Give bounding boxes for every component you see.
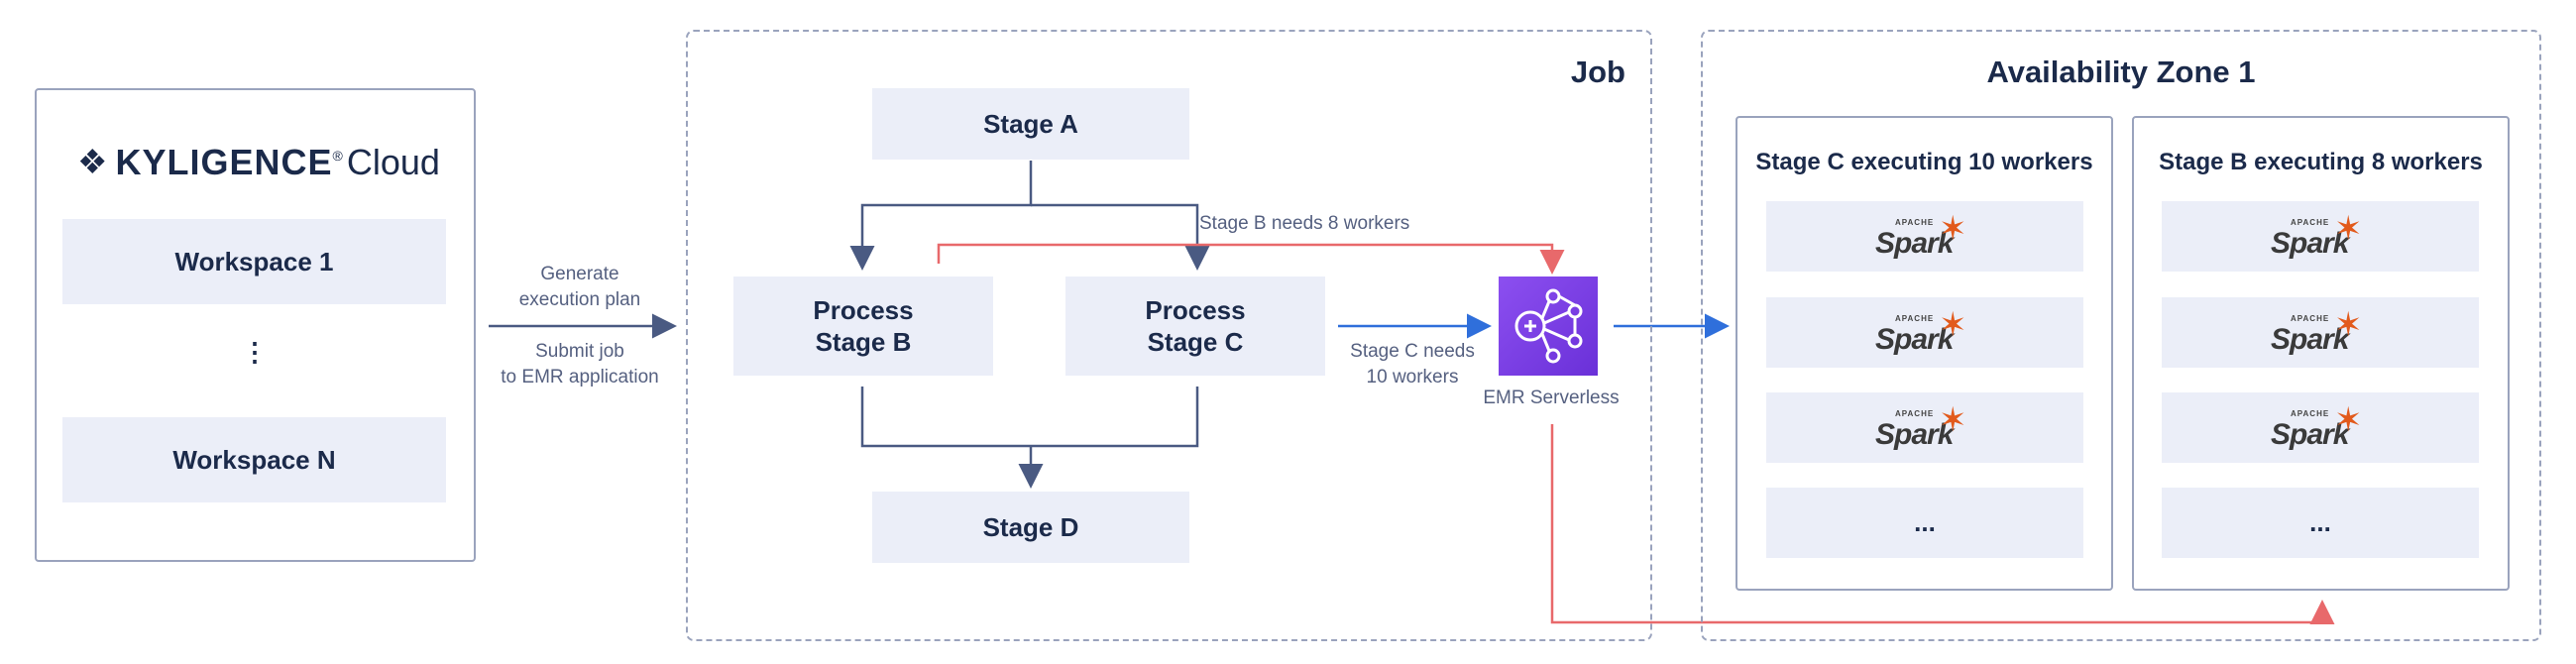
emr-serverless-label: EMR Serverless	[1483, 387, 1620, 408]
zone-title: Availability Zone 1	[1986, 55, 2256, 89]
process-stage-c: Process Stage C	[1065, 277, 1325, 376]
submit-job-label: Submit job to EMR application	[501, 341, 659, 387]
emr-serverless-icon	[1499, 277, 1598, 376]
stage-a: Stage A	[872, 88, 1189, 160]
job-title: Job	[1570, 55, 1625, 89]
stage-d: Stage D	[872, 492, 1189, 563]
workspace-n: Workspace N	[62, 417, 446, 502]
process-stage-b: Process Stage B	[733, 277, 993, 376]
stage-b-panel-title: Stage B executing 8 workers	[2159, 149, 2483, 175]
generate-plan-label: Generate execution plan	[518, 264, 641, 310]
stage-b-needs-label: Stage B needs 8 workers	[1199, 213, 1410, 234]
stage-b-allocation-path	[1550, 424, 2335, 624]
kyligence-logo-icon: ❖	[77, 144, 108, 181]
availability-zone-region	[1701, 30, 2541, 641]
ellipsis-vertical: ⋮	[242, 337, 268, 367]
stage-c-panel-title: Stage C executing 10 workers	[1755, 149, 2093, 175]
stage-b-request-path	[937, 243, 1565, 275]
stage-c-needs-label: Stage C needs 10 workers	[1350, 341, 1475, 387]
job-region	[686, 30, 1652, 641]
more-workers: ...	[2162, 488, 2479, 558]
brand-suffix: Cloud	[346, 142, 440, 182]
more-workers: ...	[1766, 488, 2083, 558]
workspace-1: Workspace 1	[62, 219, 446, 304]
kyligence-logo: ❖ KYLIGENCE ® Cloud	[77, 142, 440, 182]
stage-a-connector	[849, 161, 1033, 271]
brand-name: KYLIGENCE	[115, 142, 333, 182]
